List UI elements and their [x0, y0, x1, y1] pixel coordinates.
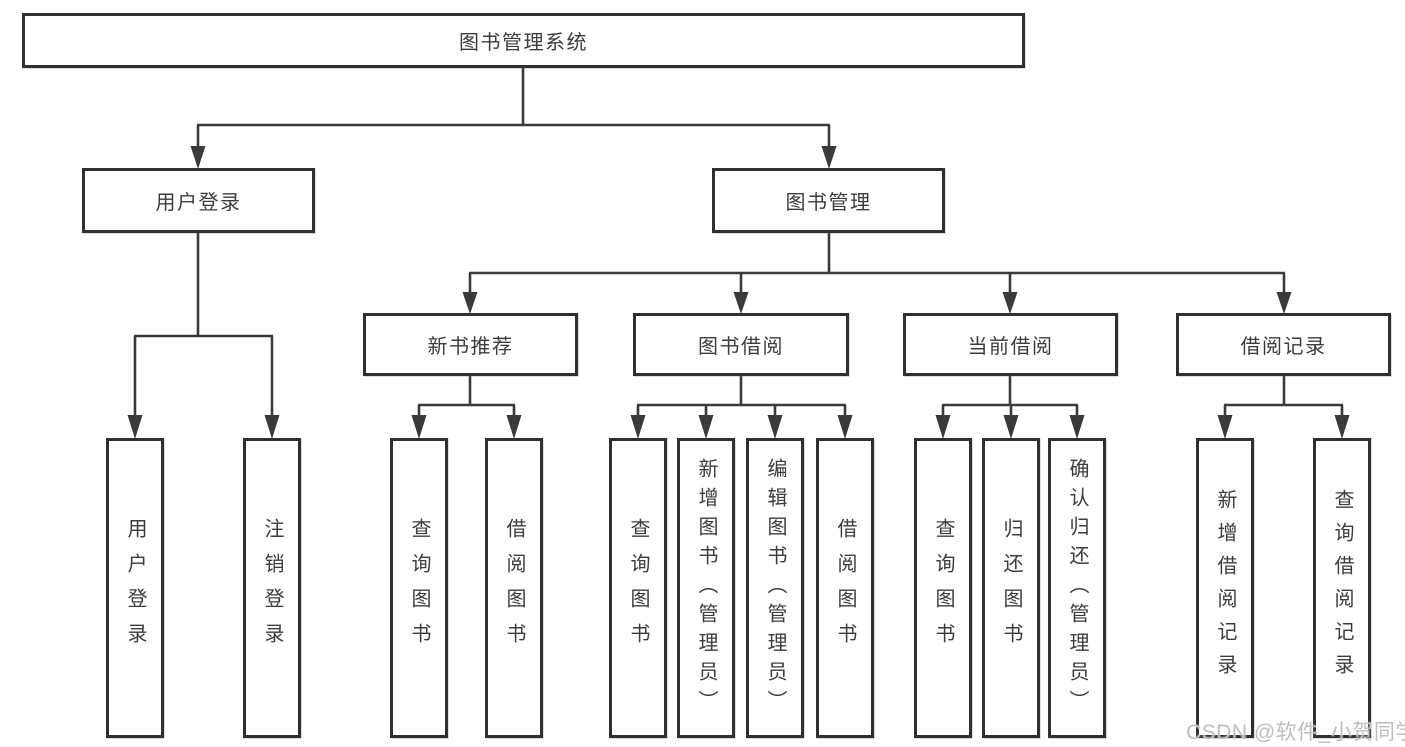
- leaf-bb-edit-book-admin: 编辑图书（管理员）: [746, 438, 804, 738]
- node-label: 查询图书: [627, 518, 649, 658]
- leaf-cb-confirm-return-admin: 确认归还（管理员）: [1048, 438, 1106, 738]
- node-label: 新增借阅记录: [1214, 489, 1236, 687]
- node-label: 查询图书: [408, 518, 430, 658]
- node-label: 归还图书: [1000, 518, 1022, 658]
- node-current-borrow: 当前借阅: [903, 313, 1118, 376]
- leaf-bb-add-book-admin: 新增图书（管理员）: [677, 438, 735, 738]
- node-label: 图书管理: [785, 192, 872, 214]
- node-label: 编辑图书（管理员）: [764, 457, 786, 719]
- node-borrow-records: 借阅记录: [1176, 313, 1391, 376]
- leaf-nb-borrow-books: 借阅图书: [485, 438, 543, 738]
- node-label: 查询图书: [932, 518, 954, 658]
- leaf-bb-query-books: 查询图书: [609, 438, 667, 738]
- node-book-management: 图书管理: [712, 168, 945, 233]
- leaf-logout: 注销登录: [243, 438, 301, 738]
- leaf-bb-borrow-books: 借阅图书: [816, 438, 874, 738]
- node-label: 用户登录: [155, 192, 242, 214]
- node-book-borrow: 图书借阅: [633, 313, 849, 376]
- leaf-br-add-record: 新增借阅记录: [1196, 438, 1254, 738]
- node-label: 查询借阅记录: [1331, 489, 1353, 687]
- leaf-br-query-record: 查询借阅记录: [1313, 438, 1371, 738]
- leaf-nb-query-books: 查询图书: [390, 438, 448, 738]
- node-label: 当前借阅: [967, 336, 1054, 358]
- node-label: 借阅图书: [503, 518, 525, 658]
- node-label: 新增图书（管理员）: [695, 457, 717, 719]
- leaf-cb-return-books: 归还图书: [982, 438, 1040, 738]
- node-label: 用户登录: [124, 518, 146, 658]
- tree-edges: [133, 68, 1344, 416]
- node-library-management-system: 图书管理系统: [22, 13, 1025, 68]
- node-label: 借阅记录: [1240, 336, 1327, 358]
- leaf-cb-query-books: 查询图书: [914, 438, 972, 738]
- node-new-book-recommend: 新书推荐: [363, 313, 578, 376]
- node-user-login: 用户登录: [82, 168, 315, 233]
- node-label: 借阅图书: [834, 518, 856, 658]
- node-label: 确认归还（管理员）: [1066, 457, 1088, 719]
- arrowheads: [127, 146, 1350, 439]
- leaf-user-login: 用户登录: [106, 438, 164, 738]
- node-label: 图书管理系统: [459, 32, 588, 54]
- csdn-watermark: CSDN @软件_小贺同学: [1186, 721, 1405, 744]
- node-label: 图书借阅: [698, 336, 784, 358]
- node-label: 新书推荐: [427, 336, 514, 358]
- node-label: 注销登录: [261, 518, 283, 658]
